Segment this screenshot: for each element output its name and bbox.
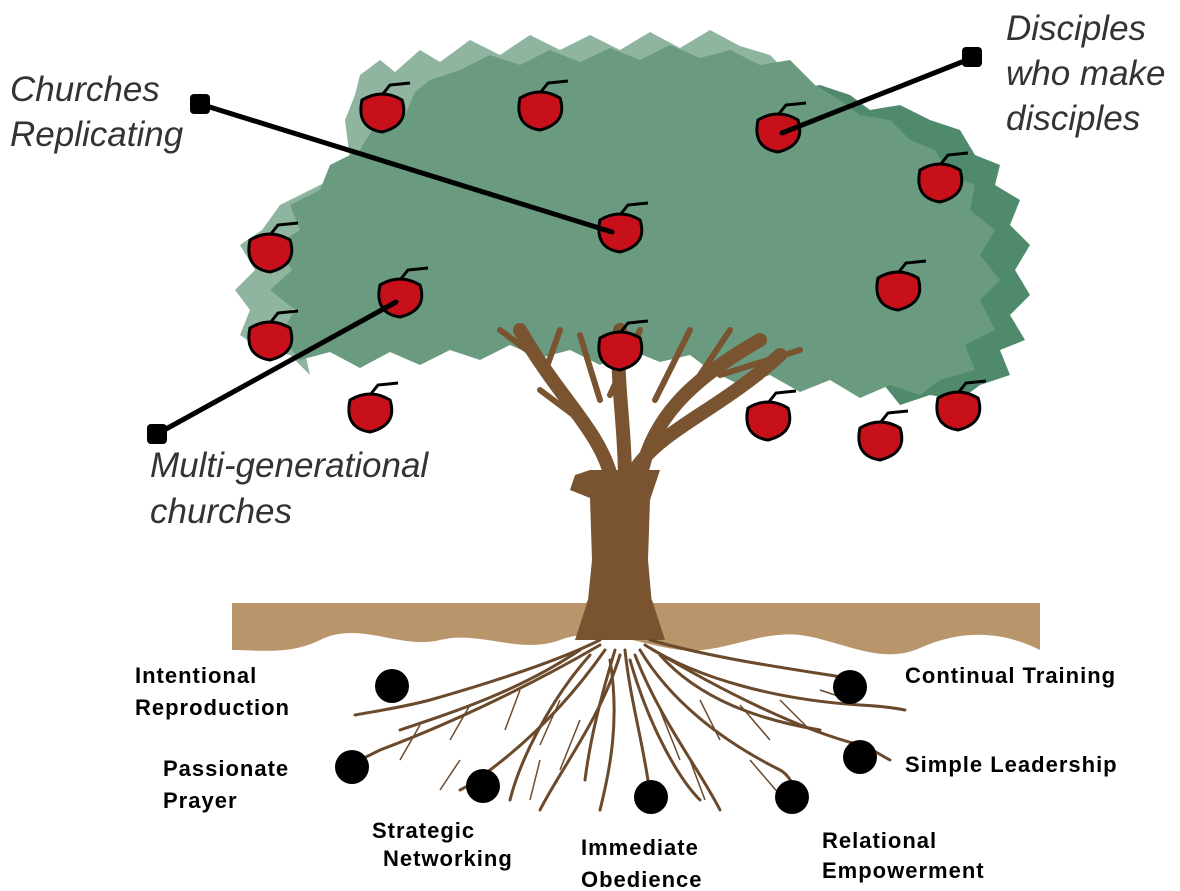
passionate-prayer-label: Passionate Prayer <box>163 756 296 813</box>
leader-multi-generational <box>154 299 399 437</box>
trunk-body <box>570 470 665 640</box>
apple <box>935 379 987 432</box>
apple <box>755 101 807 154</box>
root-marker-dots <box>335 669 877 814</box>
marker-dot <box>843 740 877 774</box>
marker-dot <box>466 769 500 803</box>
apple <box>917 151 969 204</box>
marker-dot <box>634 780 668 814</box>
main-branches <box>513 323 787 487</box>
marker-dot <box>833 670 867 704</box>
marker-dot <box>190 94 210 114</box>
continual-training-label: Continual Training <box>905 663 1116 688</box>
apple <box>247 309 299 362</box>
marker-dot <box>775 780 809 814</box>
leader-churches-replicating <box>197 101 615 235</box>
disciples-label: Disciples who make disciples <box>1006 9 1175 138</box>
strategic-networking-label: Strategic Networking <box>372 818 513 871</box>
trunk-base <box>575 600 665 640</box>
marker-dot <box>962 47 982 67</box>
relational-empowerment-label: Relational Empowerment <box>822 828 985 883</box>
marker-dot <box>375 669 409 703</box>
churches-replicating-label: Churches Replicating <box>10 70 184 154</box>
leader-disciples <box>779 55 975 136</box>
tree-roots <box>348 638 907 812</box>
fruit-leader-dots <box>147 47 982 444</box>
marker-dot <box>147 424 167 444</box>
marker-dot <box>335 750 369 784</box>
apple <box>247 221 299 274</box>
apple <box>857 409 909 462</box>
tree-root-hairs <box>399 689 851 801</box>
apple <box>359 81 411 134</box>
fruit-leader-lines <box>154 55 975 437</box>
apple <box>517 79 569 132</box>
apple <box>875 259 927 312</box>
apple <box>745 389 797 442</box>
simple-leadership-label: Simple Leadership <box>905 752 1118 777</box>
apple <box>347 381 399 434</box>
immediate-obedience-label: Immediate Obedience <box>581 835 706 891</box>
apple <box>597 201 649 254</box>
intentional-reproduction-label: Intentional Reproduction <box>135 663 290 720</box>
apple <box>597 319 649 372</box>
multi-generational-label: Multi-generational churches <box>150 446 438 531</box>
tree-trunk <box>497 323 803 640</box>
